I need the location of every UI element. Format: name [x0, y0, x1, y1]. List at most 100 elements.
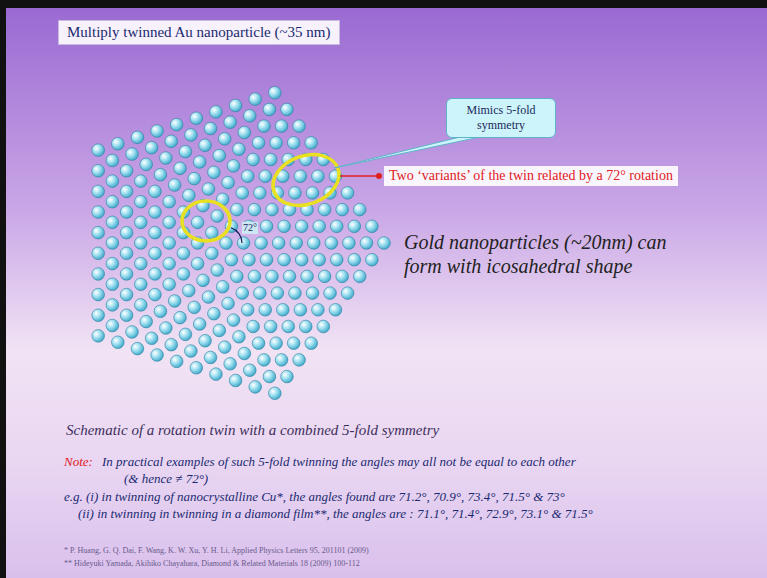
- atom: [154, 168, 167, 181]
- atom: [202, 291, 215, 304]
- atom: [243, 110, 256, 123]
- atom: [330, 253, 343, 266]
- atom: [294, 303, 307, 316]
- atom: [254, 187, 267, 200]
- atom: [227, 314, 240, 327]
- atom: [336, 270, 349, 283]
- atom: [222, 297, 235, 310]
- atom: [92, 288, 105, 301]
- atom: [275, 354, 288, 367]
- side-note: Gold nanoparticles (~20nm) can form with…: [404, 230, 679, 278]
- atom: [191, 216, 204, 229]
- atom: [330, 220, 343, 233]
- reference: ** Hideyuki Yamada, Akihiko Chayahara, D…: [64, 559, 360, 569]
- atom: [266, 270, 279, 283]
- atom: [92, 330, 105, 343]
- atom: [360, 237, 373, 250]
- atom: [295, 220, 308, 233]
- atom: [281, 103, 294, 116]
- atom: [293, 354, 306, 367]
- atom: [211, 264, 224, 277]
- atom: [199, 334, 212, 347]
- atom: [190, 112, 203, 125]
- atom: [294, 170, 307, 183]
- atom: [149, 185, 162, 198]
- atom: [126, 148, 139, 161]
- atom: [348, 220, 361, 233]
- atom: [204, 122, 217, 135]
- note-marker: Note:: [64, 454, 93, 470]
- atom: [233, 331, 246, 344]
- atom: [306, 187, 319, 200]
- leader-dot: [376, 173, 382, 179]
- atom: [275, 120, 288, 133]
- atom: [259, 170, 272, 183]
- atom: [149, 247, 162, 260]
- atom: [264, 320, 277, 333]
- node-text: Two ‘variants’ of the twin related by a …: [389, 168, 673, 184]
- atom: [165, 338, 178, 351]
- atom: [149, 206, 162, 219]
- callout-pointer: [334, 137, 480, 168]
- atom: [236, 187, 249, 200]
- atom: [313, 253, 326, 266]
- atom: [185, 345, 198, 358]
- atom: [163, 278, 176, 291]
- atom: [92, 309, 105, 322]
- atom: [134, 237, 147, 250]
- atom: [177, 247, 190, 260]
- atom: [149, 226, 162, 239]
- atom: [348, 253, 361, 266]
- atom: [218, 341, 231, 354]
- atom: [287, 137, 300, 150]
- atom: [353, 203, 366, 216]
- atom: [248, 270, 261, 283]
- atom: [205, 226, 218, 239]
- atom: [272, 237, 285, 250]
- atom: [222, 176, 235, 189]
- atom: [188, 301, 201, 314]
- atom: [151, 125, 164, 138]
- atom: [299, 320, 312, 333]
- atom: [269, 387, 282, 400]
- atom: [258, 354, 271, 367]
- atom: [170, 355, 183, 368]
- atom: [293, 120, 306, 133]
- atom: [259, 303, 272, 316]
- atom: [160, 322, 173, 335]
- atom: [199, 139, 212, 152]
- note-text: (& hence ≠ 72°): [124, 471, 208, 487]
- atom: [163, 195, 176, 208]
- atom: [151, 349, 164, 362]
- atom: [188, 172, 201, 185]
- atom: [218, 133, 231, 146]
- atom: [92, 226, 105, 239]
- atom: [191, 257, 204, 270]
- atom: [224, 358, 237, 371]
- atom: [183, 189, 196, 202]
- atom: [233, 143, 246, 156]
- atom: [149, 288, 162, 301]
- atom: [213, 324, 226, 337]
- atom: [210, 106, 223, 119]
- atom: [120, 226, 133, 239]
- atom: [134, 175, 147, 188]
- atom: [193, 156, 206, 169]
- note-text: (ii) in twinning in twinning in a diamon…: [78, 506, 593, 522]
- atom: [179, 328, 192, 341]
- atom: [134, 195, 147, 208]
- atom: [106, 237, 119, 250]
- atom: [134, 257, 147, 270]
- atom: [229, 99, 242, 112]
- atom: [106, 175, 119, 188]
- atom: [106, 319, 119, 332]
- atom: [247, 153, 260, 166]
- atom: [313, 220, 326, 233]
- atom: [343, 237, 356, 250]
- atom: [208, 307, 221, 320]
- atom: [185, 129, 198, 142]
- atom: [238, 347, 251, 360]
- atom: [243, 253, 256, 266]
- node-text: Mimics 5-fold symmetry: [457, 103, 545, 133]
- atom: [177, 268, 190, 281]
